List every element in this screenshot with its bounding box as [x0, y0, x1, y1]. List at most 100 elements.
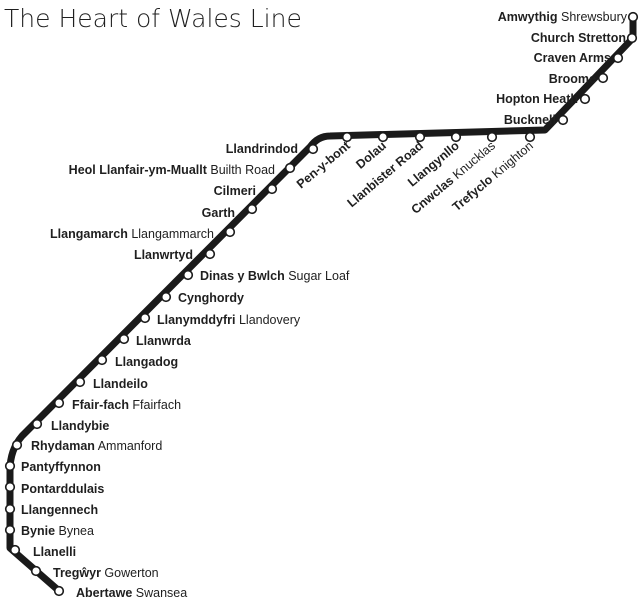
station-stop-cnwclas [486, 131, 498, 143]
station-welsh-name: Bynie [21, 524, 55, 538]
station-stop-llangynllo [450, 131, 462, 143]
station-english-name: Ffairfach [129, 398, 181, 412]
station-label-llangennech: Llangennech [21, 503, 98, 517]
station-stop-garth [246, 203, 258, 215]
station-welsh-name: Llangadog [115, 355, 178, 369]
station-stop-llanwrda [118, 333, 130, 345]
station-stop-bucknell [557, 114, 569, 126]
station-label-llandrindod: Llandrindod [226, 142, 298, 156]
station-welsh-name: Broome [549, 72, 596, 86]
station-welsh-name: Amwythig [498, 10, 558, 24]
station-welsh-name: Cynghordy [178, 291, 244, 305]
station-stop-llanelli [9, 544, 21, 556]
station-welsh-name: Abertawe [76, 586, 132, 599]
station-welsh-name: Bucknell [504, 113, 556, 127]
station-welsh-name: Dinas y Bwlch [200, 269, 285, 283]
station-stop-heol-llanfair-ym-muallt [284, 162, 296, 174]
station-label-ffair-fach: Ffair-fach Ffairfach [72, 398, 181, 412]
station-english-name: Swansea [132, 586, 187, 599]
station-welsh-name: Llanwrtyd [134, 248, 193, 262]
station-label-llanymddyfri: Llanymddyfri Llandovery [157, 313, 301, 327]
station-label-bucknell: Bucknell [504, 113, 556, 127]
station-stop-broome [597, 72, 609, 84]
station-stop-hopton-heath [579, 93, 591, 105]
station-english-name: Shrewsbury [558, 10, 628, 24]
station-label-llandybie: Llandybie [51, 419, 109, 433]
station-english-name: Llangammarch [128, 227, 214, 241]
station-stop-trefyclo [524, 131, 536, 143]
station-stop-tregwyr [30, 565, 42, 577]
station-stop-pontarddulais [4, 481, 16, 493]
station-label-rhydaman: Rhydaman Ammanford [31, 439, 162, 453]
station-welsh-name: Tregŵyr [53, 566, 101, 580]
station-label-pontarddulais: Pontarddulais [21, 482, 104, 496]
station-english-name: Bynea [55, 524, 94, 538]
station-welsh-name: Craven Arms [534, 51, 611, 65]
station-label-abertawe: Abertawe Swansea [76, 586, 187, 599]
station-stop-llanymddyfri [139, 312, 151, 324]
station-english-name: Sugar Loaf [285, 269, 350, 283]
station-english-name: Ammanford [95, 439, 162, 453]
station-welsh-name: Llangamarch [50, 227, 128, 241]
station-stops [4, 11, 639, 597]
station-welsh-name: Garth [202, 206, 235, 220]
station-stop-rhydaman [11, 439, 23, 451]
station-label-cilmeri: Cilmeri [214, 184, 256, 198]
station-label-llangadog: Llangadog [115, 355, 178, 369]
station-welsh-name: Llanelli [33, 545, 76, 559]
station-label-craven-arms: Craven Arms [534, 51, 611, 65]
station-stop-cilmeri [266, 183, 278, 195]
station-stop-llandrindod [307, 143, 319, 155]
station-label-dinas-y-bwlch: Dinas y Bwlch Sugar Loaf [200, 269, 350, 283]
station-welsh-name: Llandybie [51, 419, 109, 433]
station-stop-ffair-fach [53, 397, 65, 409]
station-stop-llandybie [31, 418, 43, 430]
station-stop-llanbister-road [414, 131, 426, 143]
station-welsh-name: Hopton Heath [496, 92, 578, 106]
station-stop-church-stretton [626, 32, 638, 44]
station-stop-llangamarch [224, 226, 236, 238]
station-stop-bynie [4, 524, 16, 536]
station-stop-llanwrtyd [204, 248, 216, 260]
station-welsh-name: Pantyffynnon [21, 460, 101, 474]
station-welsh-name: Pontarddulais [21, 482, 104, 496]
station-stop-abertawe [53, 585, 65, 597]
station-stop-dinas-y-bwlch [182, 269, 194, 281]
station-label-llanelli: Llanelli [33, 545, 76, 559]
station-stop-dolau [377, 131, 389, 143]
station-stop-cynghordy [160, 291, 172, 303]
station-welsh-name: Llandrindod [226, 142, 298, 156]
station-stop-llangennech [4, 503, 16, 515]
station-welsh-name: Heol Llanfair-ym-Muallt [69, 163, 208, 177]
station-welsh-name: Ffair-fach [72, 398, 129, 412]
station-welsh-name: Church Stretton [531, 31, 626, 45]
station-stop-craven-arms [612, 52, 624, 64]
station-label-hopton-heath: Hopton Heath [496, 92, 578, 106]
station-label-llanwrtyd: Llanwrtyd [134, 248, 193, 262]
station-welsh-name: Llangennech [21, 503, 98, 517]
map-title: The Heart of Wales Line [4, 4, 302, 33]
station-english-name: Llandovery [236, 313, 301, 327]
station-stop-pantyffynnon [4, 460, 16, 472]
station-welsh-name: Cilmeri [214, 184, 256, 198]
station-label-bynie: Bynie Bynea [21, 524, 94, 538]
station-label-llanwrda: Llanwrda [136, 334, 192, 348]
station-label-church-stretton: Church Stretton [531, 31, 626, 45]
station-label-cynghordy: Cynghordy [178, 291, 244, 305]
station-welsh-name: Pen-y-bont [294, 138, 354, 191]
station-label-amwythig: Amwythig Shrewsbury [498, 10, 628, 24]
station-label-pen-y-bont: Pen-y-bont [294, 138, 354, 191]
station-label-broome: Broome [549, 72, 596, 86]
station-stop-llangadog [96, 354, 108, 366]
station-stop-pen-y-bont [341, 131, 353, 143]
station-label-pantyffynnon: Pantyffynnon [21, 460, 101, 474]
station-label-llandeilo: Llandeilo [93, 377, 148, 391]
station-label-heol-llanfair-ym-muallt: Heol Llanfair-ym-Muallt Builth Road [69, 163, 275, 177]
station-welsh-name: Rhydaman [31, 439, 95, 453]
station-label-llangamarch: Llangamarch Llangammarch [50, 227, 214, 241]
station-stop-llandeilo [74, 376, 86, 388]
station-english-name: Builth Road [207, 163, 275, 177]
station-label-tregwyr: Tregŵyr Gowerton [53, 566, 159, 580]
station-label-garth: Garth [202, 206, 235, 220]
